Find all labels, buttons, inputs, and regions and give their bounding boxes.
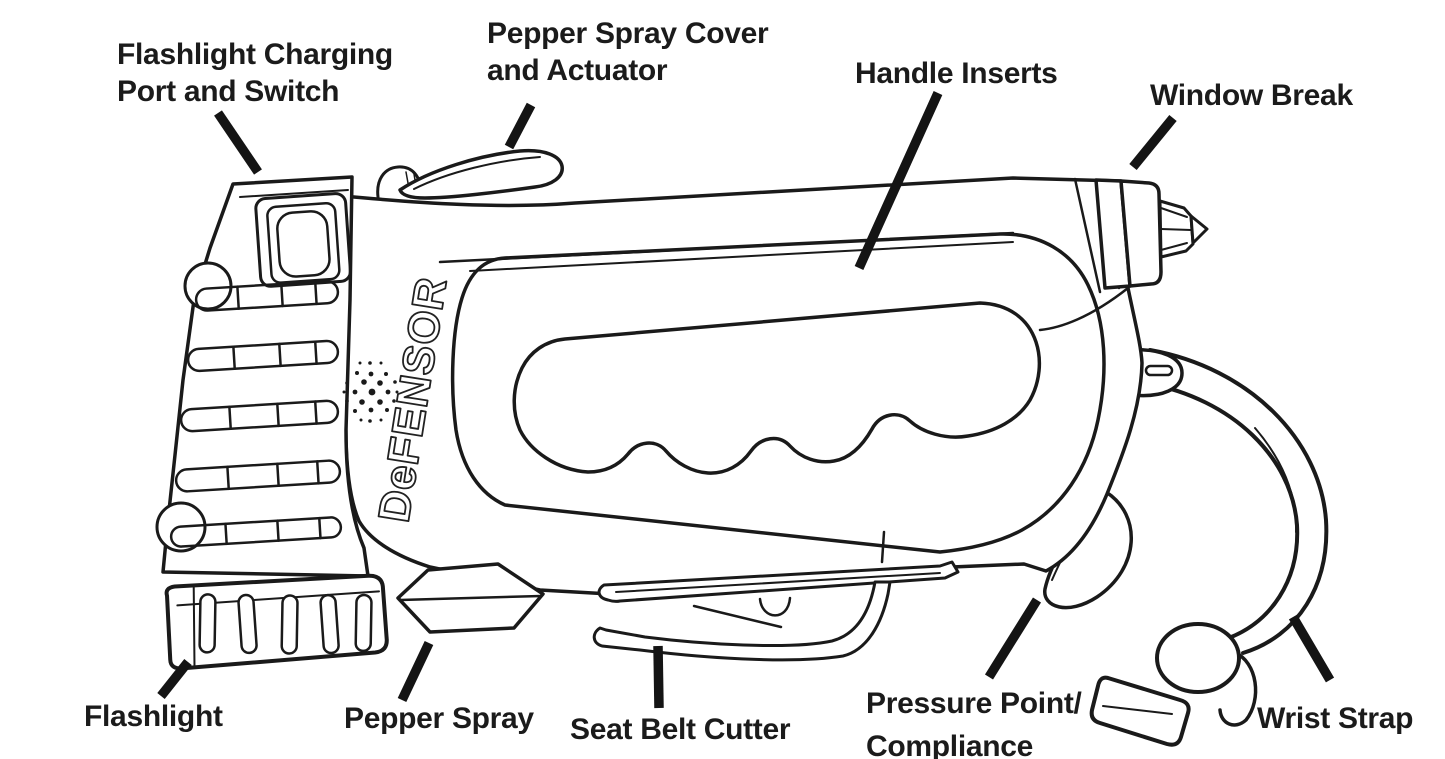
flashlight-barrel: [155, 175, 370, 578]
label-seat-belt-cutter: Seat Belt Cutter: [570, 711, 791, 748]
label-line: Port and Switch: [117, 75, 340, 108]
leader-pressure-point: [984, 597, 1042, 680]
label-line: Seat Belt Cutter: [570, 713, 791, 746]
label-line: Window Break: [1150, 79, 1353, 112]
pepper-spray-nozzle: [396, 562, 545, 634]
flashlight-head: [164, 573, 389, 671]
label-line: Pepper Spray: [344, 702, 534, 735]
wrist-strap-drawing: [1089, 348, 1329, 747]
label-line: and Actuator: [487, 54, 668, 87]
leader-window-break: [1129, 114, 1177, 171]
window-break-tip: [1094, 178, 1209, 290]
label-flashlight-charging-port-and-switch: Flashlight Charging Port and Switch: [117, 36, 393, 110]
grip-ribs: [169, 279, 343, 548]
leader-flashlight: [157, 659, 192, 699]
label-line: Flashlight Charging: [117, 38, 393, 71]
leader-flashlight-charging: [214, 110, 262, 175]
label-line: Flashlight: [84, 700, 223, 733]
charging-port-switch: [254, 192, 352, 288]
leader-pepper-spray: [397, 640, 434, 703]
label-pepper-spray: Pepper Spray: [344, 700, 534, 737]
pepper-spray-cover-lever: [376, 148, 564, 200]
label-line: Compliance: [866, 730, 1034, 759]
logo-starburst: [342, 361, 399, 423]
label-wrist-strap: Wrist Strap: [1257, 700, 1413, 737]
label-pressure-point-compliance: Pressure Point/ Compliance: [866, 682, 1082, 759]
label-line: Pressure Point/: [866, 687, 1082, 720]
leader-wrist-strap: [1288, 614, 1335, 683]
seat-belt-cutter-drawing: [592, 560, 960, 662]
label-line: Pepper Spray Cover: [487, 17, 769, 50]
label-flashlight: Flashlight: [84, 698, 223, 735]
label-handle-inserts: Handle Inserts: [855, 55, 1058, 92]
label-line: Handle Inserts: [855, 57, 1058, 90]
handle-ring: [450, 232, 1106, 564]
leader-pepper-cover: [504, 102, 536, 150]
leader-handle-inserts: [854, 91, 943, 270]
label-line: Wrist Strap: [1257, 702, 1414, 735]
label-pepper-spray-cover-and-actuator: Pepper Spray Cover and Actuator: [487, 15, 769, 89]
leader-lines: [157, 91, 1335, 709]
leader-seat-belt-cutter: [653, 645, 664, 709]
label-window-break: Window Break: [1150, 77, 1353, 114]
